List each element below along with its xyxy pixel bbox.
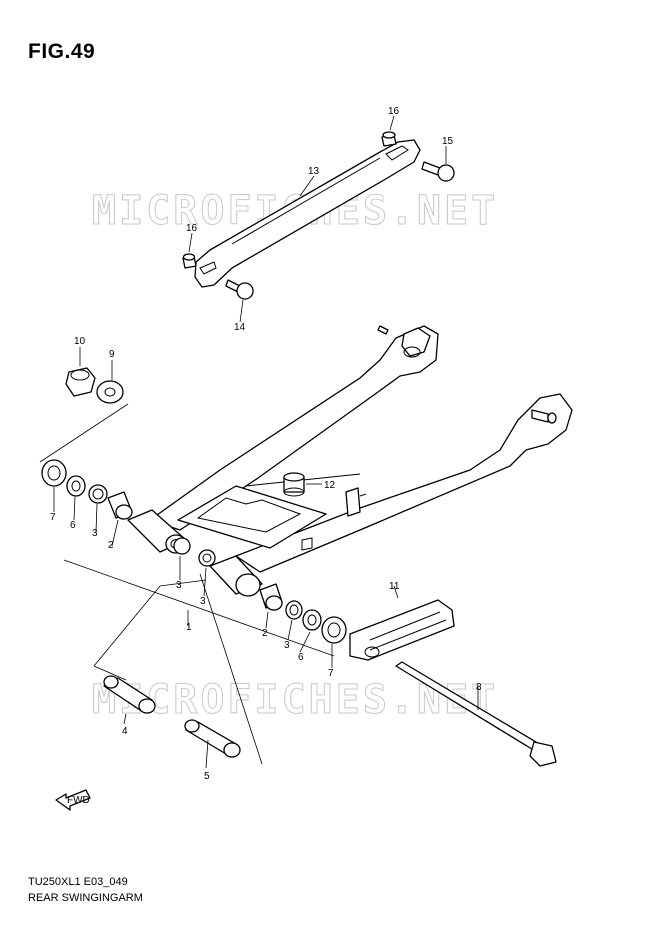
part-16-nut-lower	[182, 253, 197, 269]
part-9-washer	[96, 380, 124, 404]
callout-11: 11	[389, 581, 400, 592]
callout-13: 13	[308, 166, 320, 177]
callout-7-left: 7	[50, 512, 56, 523]
fwd-label: FWD	[67, 795, 90, 806]
figure-code: TU250XL1 E03_049	[28, 876, 128, 888]
callout-2-left: 2	[108, 540, 114, 551]
callout-16-upper: 16	[388, 106, 400, 117]
part-3-bearing-left	[88, 484, 108, 504]
callout-3-center-b: 3	[200, 596, 206, 607]
callout-3-center-a: 3	[176, 580, 182, 591]
callout-6-right: 6	[298, 652, 304, 663]
part-1-swingarm-frame	[127, 325, 573, 597]
figure-name: REAR SWINGINGARM	[28, 892, 143, 904]
callout-3-left: 3	[92, 528, 98, 539]
part-15-bolt	[421, 161, 455, 182]
part-2-bushing-left	[107, 491, 133, 520]
callout-1: 1	[186, 622, 192, 633]
figure-title: FIG.49	[28, 40, 96, 63]
part-7-cap-right	[321, 616, 347, 644]
part-12-rubber	[283, 472, 305, 497]
callout-16-lower: 16	[186, 223, 198, 234]
callout-6-left: 6	[70, 520, 76, 531]
callout-9: 9	[109, 349, 115, 360]
part-2-bushing-right	[259, 583, 283, 611]
part-4-collar	[103, 675, 156, 714]
part-13-bracket	[194, 139, 421, 288]
part-3-bearing-right	[285, 600, 303, 620]
part-11-chain-guide	[349, 599, 455, 661]
leader-lines	[53, 115, 479, 769]
fwd-arrow-icon: FWD	[55, 789, 91, 811]
callout-14: 14	[234, 322, 246, 333]
part-14-bolt	[225, 279, 254, 300]
part-16-nut-upper	[381, 131, 397, 147]
callout-12: 12	[324, 480, 336, 491]
part-3-bearing-center-b	[198, 549, 216, 567]
part-10-nut	[65, 367, 96, 397]
callout-4: 4	[122, 726, 128, 737]
assembly-lines	[39, 403, 335, 765]
callout-15: 15	[442, 136, 454, 147]
callout-3-right: 3	[284, 640, 290, 651]
callout-labels: 1 2 2 3 3 3 3 4 5 6 6 7 7 8 9 10 11 12 1…	[50, 106, 482, 782]
part-3-bearing-center-a	[173, 537, 191, 555]
part-6-washer-right	[302, 609, 322, 631]
part-5-collar	[184, 719, 241, 758]
callout-8: 8	[476, 682, 482, 693]
callout-5: 5	[204, 771, 210, 782]
part-8-pivot-bolt	[395, 661, 557, 767]
part-7-cap-left	[41, 459, 67, 487]
callout-2-right: 2	[262, 628, 268, 639]
part-6-washer-left	[66, 475, 86, 497]
callout-10: 10	[74, 336, 86, 347]
callout-7-right: 7	[328, 668, 334, 679]
